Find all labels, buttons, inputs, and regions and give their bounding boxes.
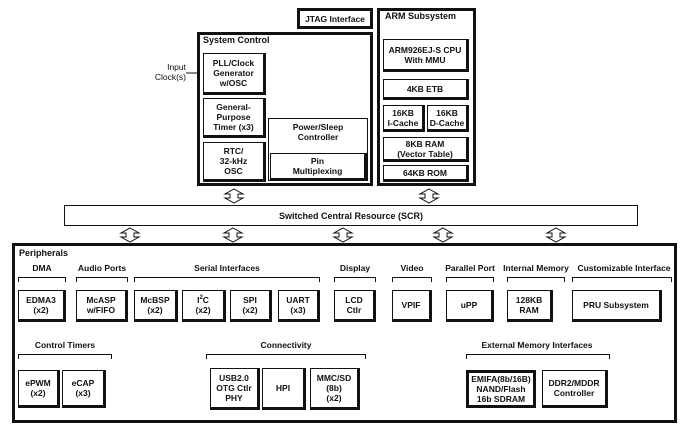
- display-scr-arrow: [332, 227, 354, 243]
- mcasp-block: McASP w/FIFO: [76, 290, 128, 322]
- i2c-label-rest: C: [202, 295, 209, 305]
- control-timers-group-bracket: [18, 354, 112, 359]
- customizable-group-title: Customizable Interface: [577, 263, 671, 273]
- arm-subsystem-title: ARM Subsystem: [385, 11, 457, 21]
- pin-multiplexing-block: Pin Multiplexing: [270, 153, 367, 181]
- internal-ram-block: 128KB RAM: [507, 290, 553, 322]
- pll-clock-generator-block: PLL/Clock Generator w/OSC: [203, 53, 266, 95]
- jtag-interface-label: JTAG Interface: [305, 13, 365, 24]
- display-group-bracket: [334, 277, 376, 282]
- hpi-block: HPI: [262, 368, 306, 410]
- video-scr-arrow: [432, 227, 454, 243]
- spi-block: SPI (x2): [230, 290, 272, 322]
- audio-group-title: Audio Ports: [77, 263, 127, 273]
- external-memory-group-title: External Memory Interfaces: [481, 340, 593, 350]
- system-control-title: System Control: [203, 35, 270, 45]
- uart-block: UART (x3): [278, 290, 320, 322]
- dma-group-bracket: [18, 277, 66, 282]
- arm-cpu-block: ARM926EJ-S CPU With MMU: [383, 39, 469, 72]
- vpif-block: VPIF: [392, 290, 432, 322]
- arm-ram-block: 8KB RAM (Vector Table): [383, 137, 469, 162]
- lcd-controller-block: LCD Ctlr: [334, 290, 376, 322]
- customizable-group-bracket: [572, 277, 672, 282]
- serial-group-bracket: [134, 277, 320, 282]
- parallel-group-bracket: [446, 277, 494, 282]
- external-memory-group-bracket: [466, 354, 610, 359]
- emifa-block: EMIFA(8b/16B) NAND/Flash 16b SDRAM: [466, 370, 536, 408]
- video-group-title: Video: [400, 263, 424, 273]
- pru-subsystem-block: PRU Subsystem: [572, 290, 662, 322]
- control-timers-group-title: Control Timers: [34, 340, 96, 350]
- dcache-block: 16KB D-Cache: [427, 105, 469, 132]
- general-purpose-timer-block: General- Purpose Timer (x3): [203, 98, 266, 138]
- upp-block: uPP: [446, 290, 494, 322]
- arm-scr-arrow: [418, 188, 440, 204]
- i2c-block: I2C (x2): [182, 290, 226, 322]
- peripherals-title: Peripherals: [19, 248, 69, 258]
- memory-scr-arrow: [545, 227, 567, 243]
- edma3-block: EDMA3 (x2): [18, 290, 66, 322]
- connectivity-group-bracket: [206, 354, 366, 359]
- internal-memory-group-bracket: [507, 277, 565, 282]
- i2c-label-superscript: 2: [199, 295, 203, 301]
- parallel-group-title: Parallel Port: [445, 263, 495, 273]
- input-clock-label: Input Clock(s): [154, 62, 186, 82]
- video-group-bracket: [392, 277, 432, 282]
- system-control-scr-arrow: [223, 188, 245, 204]
- scr-arrows: [119, 188, 567, 243]
- ecap-block: eCAP (x3): [62, 370, 106, 408]
- dma-scr-arrow: [119, 227, 141, 243]
- serial-scr-arrow: [222, 227, 244, 243]
- connectivity-group-title: Connectivity: [260, 340, 312, 350]
- icache-block: 16KB I-Cache: [383, 105, 425, 132]
- usb-otg-block: USB2.0 OTG Ctlr PHY: [210, 368, 260, 410]
- scr-label: Switched Central Resource (SCR): [278, 210, 424, 221]
- power-sleep-controller-label: Power/Sleep Controller: [292, 122, 344, 142]
- mcbsp-block: McBSP (x2): [134, 290, 178, 322]
- rtc-osc-block: RTC/ 32-kHz OSC: [203, 142, 266, 182]
- i2c-count: (x2): [195, 305, 211, 315]
- jtag-interface-block: JTAG Interface: [297, 8, 373, 29]
- i2c-label-base: I: [197, 295, 200, 305]
- etb-block: 4KB ETB: [383, 79, 469, 100]
- mmc-sd-block: MMC/SD (8b) (x2): [310, 368, 360, 410]
- display-group-title: Display: [339, 263, 371, 273]
- serial-group-title: Serial Interfaces: [194, 263, 260, 273]
- audio-group-bracket: [76, 277, 128, 282]
- scr-bar: Switched Central Resource (SCR): [64, 205, 638, 226]
- i2c-label: I2C: [197, 295, 209, 305]
- epwm-block: ePWM (x2): [18, 370, 60, 408]
- dma-group-title: DMA: [32, 263, 52, 273]
- ddr2-mddr-controller-block: DDR2/MDDR Controller: [542, 370, 608, 408]
- internal-memory-group-title: Internal Memory: [503, 263, 569, 273]
- arm-rom-block: 64KB ROM: [383, 165, 469, 182]
